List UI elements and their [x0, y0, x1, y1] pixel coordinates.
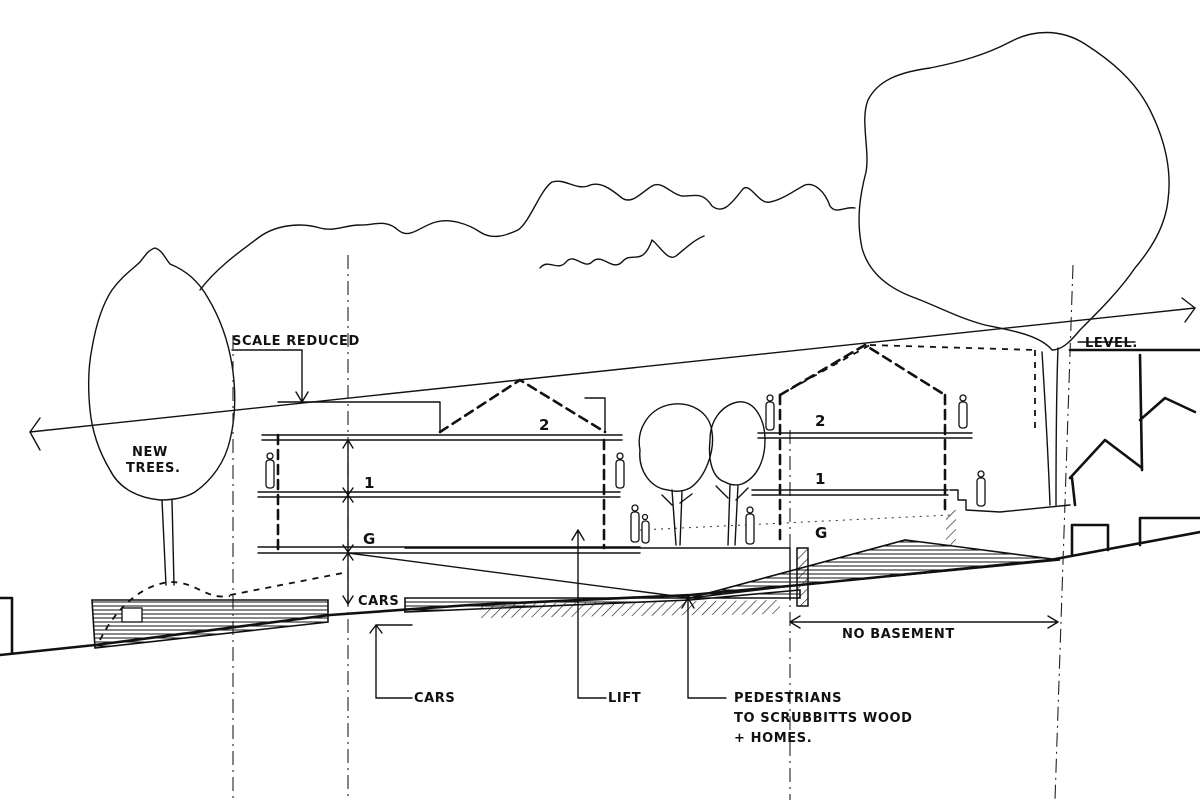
right-level-2-label: 2	[815, 412, 826, 430]
scale-reduced-label: SCALE REDUCED	[232, 334, 360, 349]
no-basement-dim	[789, 615, 1059, 629]
person-figure-5	[745, 506, 755, 545]
background-treeline	[199, 180, 856, 291]
cars-access-arrow	[369, 624, 413, 699]
person-figure-7	[958, 394, 968, 429]
left-level-2-label: 2	[539, 416, 550, 434]
left-building-roof-parapet	[277, 401, 441, 433]
sight-line	[29, 307, 1196, 433]
pedestrians-label-1: PEDESTRIANS	[734, 691, 842, 706]
person-figure-1	[265, 452, 275, 489]
level-label: LEVEL.	[1085, 336, 1138, 351]
sight-line-arrow-left	[29, 417, 41, 451]
right-podium-wedge	[689, 539, 1061, 599]
section-line-4	[1054, 264, 1074, 800]
person-figure-8	[976, 470, 986, 507]
parking-level-dashed	[229, 571, 349, 596]
existing-house-outline	[1068, 348, 1200, 507]
large-tree-canopy	[858, 31, 1170, 351]
new-trees-label-2: TREES.	[126, 461, 181, 476]
left-level-g-label: G	[363, 530, 376, 548]
left-building-parapet-right	[584, 397, 606, 433]
podium-slope-line-dotted	[639, 514, 951, 531]
new-tree-canopy	[87, 247, 236, 501]
pedestrians-label-3: + HOMES.	[734, 731, 812, 746]
pedestrian-point	[685, 595, 691, 601]
new-trees-label-1: NEW	[132, 445, 168, 460]
left-building-roof-gable	[438, 378, 607, 434]
cars-access-label: CARS	[414, 691, 455, 706]
pedestrians-label-2: TO SCRUBBITTS WOOD	[734, 711, 913, 726]
cars-parking-label: CARS	[358, 594, 399, 609]
person-figure-3	[630, 504, 640, 543]
right-building-base-wall	[946, 510, 956, 545]
existing-house-front	[1070, 516, 1200, 557]
courtyard-tree-2	[708, 401, 766, 546]
person-figure-4	[641, 513, 650, 544]
parking-block-window	[121, 607, 143, 623]
left-level-1-label: 1	[364, 474, 375, 492]
right-building-roof-gable	[778, 343, 947, 397]
lift-arrow	[571, 529, 607, 699]
dim-arrows-left	[342, 439, 354, 605]
person-figure-6	[765, 394, 775, 431]
retaining-wall-outline	[796, 547, 809, 607]
sight-line-arrow-right	[1181, 297, 1196, 323]
left-boundary-wall	[0, 596, 14, 654]
retaining-wall	[797, 548, 808, 606]
new-tree-trunk	[161, 499, 175, 586]
right-level-1-label: 1	[815, 470, 826, 488]
scale-reduced-leader	[231, 349, 309, 403]
lift-label: LIFT	[608, 691, 641, 706]
courtyard-tree-1	[638, 403, 714, 546]
right-building-step	[949, 489, 1071, 513]
right-level-g-label: G	[815, 524, 828, 542]
no-basement-label: NO BASEMENT	[842, 627, 955, 642]
large-tree-trunk	[1041, 347, 1059, 506]
parking-block-left	[91, 599, 329, 649]
basement-hatch	[480, 600, 780, 618]
person-figure-2	[615, 452, 625, 489]
